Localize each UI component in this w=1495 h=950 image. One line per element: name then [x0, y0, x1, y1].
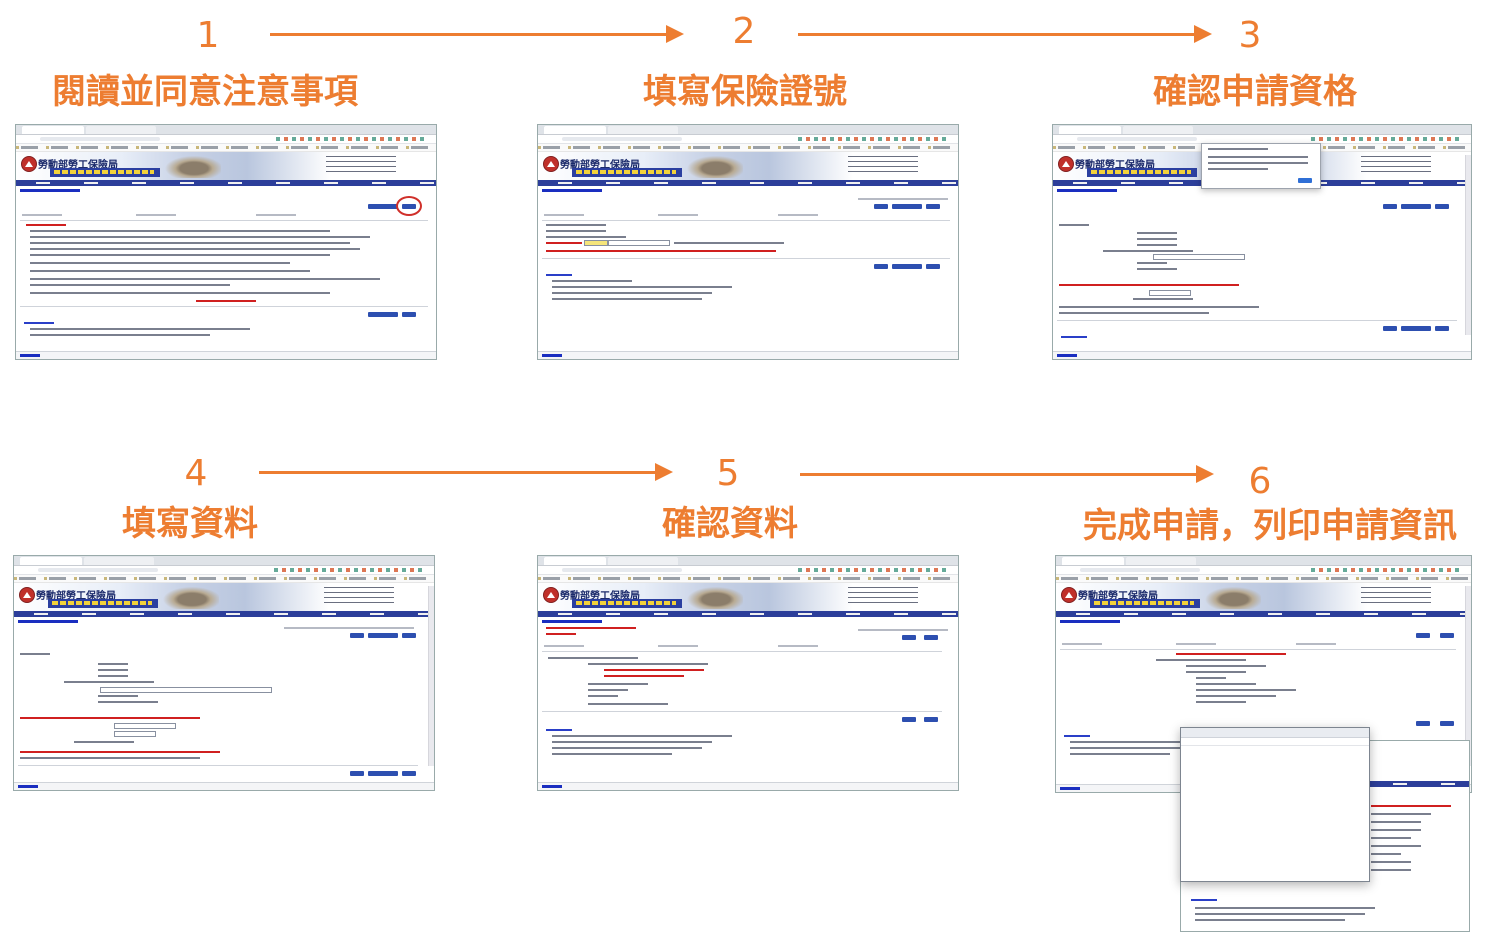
step-1-title: 閱讀並同意注意事項: [52, 72, 358, 112]
step-6-number: 6: [1248, 461, 1272, 502]
site-logo-icon: [19, 587, 35, 603]
site-logo-icon: [543, 156, 559, 172]
step-5-screenshot: 勞動部勞工保險局: [537, 555, 959, 791]
step-2-number: 2: [732, 11, 756, 52]
arrow-1-to-2: [270, 25, 684, 43]
arrow-5-to-6: [800, 465, 1214, 483]
highlight-circle: [396, 196, 422, 216]
site-logo-icon: [21, 156, 37, 172]
site-logo-icon: [1061, 587, 1077, 603]
step-3-title: 確認申請資格: [1153, 72, 1357, 112]
step-2-screenshot: 勞動部勞工保險局: [537, 124, 959, 360]
step-4-number: 4: [184, 453, 208, 494]
site-logo-icon: [543, 587, 559, 603]
step-5-title: 確認資料: [662, 504, 798, 544]
step-2-title: 填寫保險證號: [643, 72, 847, 112]
step-4-title: 填寫資料: [122, 504, 258, 544]
step-4-screenshot: 勞動部勞工保險局: [13, 555, 435, 791]
arrow-2-to-3: [798, 25, 1212, 43]
step-3-screenshot: 勞動部勞工保險局: [1052, 124, 1472, 360]
site-logo-icon: [1058, 156, 1074, 172]
arrow-4-to-5: [259, 463, 673, 481]
step-1-number: 1: [196, 15, 220, 56]
print-popup-window: [1180, 727, 1370, 882]
step-5-number: 5: [716, 453, 740, 494]
confirm-dialog: [1201, 143, 1321, 189]
step-3-number: 3: [1238, 15, 1262, 56]
step-6-screenshot: 勞動部勞工保險局: [1055, 555, 1472, 793]
step-6-title: 完成申請，列印申請資訊: [1083, 506, 1457, 546]
step-1-screenshot: 勞動部勞工保險局: [15, 124, 437, 360]
